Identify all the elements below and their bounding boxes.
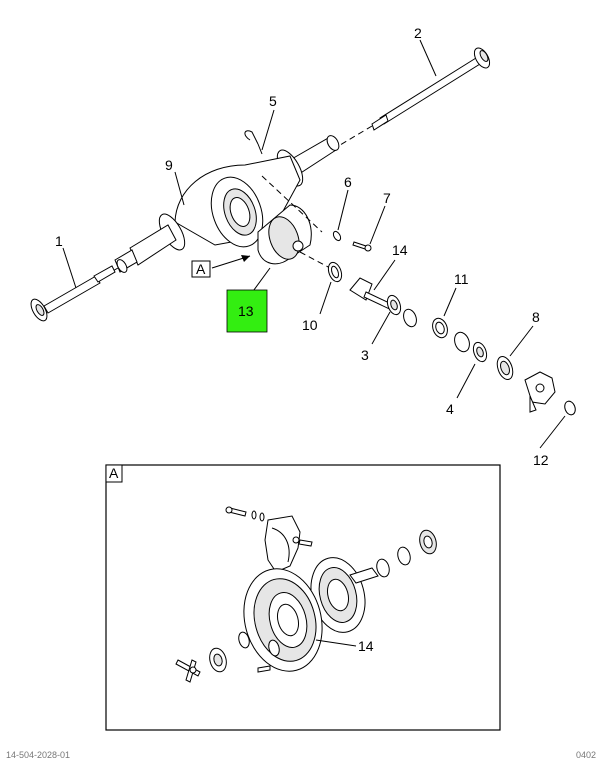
callout-2[interactable]: 2 [414, 25, 422, 41]
detail-thrust-washer[interactable] [237, 631, 251, 649]
detail-ring-gear[interactable] [233, 560, 333, 680]
footer-page-code: 0402 [576, 750, 596, 760]
callout-1[interactable]: 1 [55, 233, 63, 249]
callout-7[interactable]: 7 [383, 190, 391, 206]
oil-seal[interactable] [326, 261, 344, 284]
detail-side-gear[interactable] [207, 646, 229, 673]
detail-washer-2[interactable] [267, 639, 281, 657]
highlight-box[interactable] [226, 289, 268, 333]
washer[interactable] [332, 230, 342, 242]
pinion-bearing-inner[interactable] [385, 294, 403, 317]
callout-10[interactable]: 10 [302, 317, 318, 333]
callout-13[interactable]: 13 [238, 303, 254, 319]
axle-housing[interactable] [114, 134, 341, 274]
detail-bearing-cap[interactable] [264, 515, 313, 573]
detail-differential-case[interactable] [303, 552, 379, 639]
detail-bolt[interactable] [225, 506, 265, 522]
detail-small-bolt[interactable] [257, 665, 271, 673]
spacer-ring[interactable] [401, 307, 418, 328]
pinion-seal[interactable] [494, 354, 515, 381]
bearing-spacer[interactable] [452, 330, 472, 354]
pinion-bearing-outer[interactable] [471, 341, 489, 364]
axle-shaft-left[interactable] [28, 265, 116, 323]
detail-spider[interactable] [175, 659, 201, 683]
detail-label-box [105, 464, 123, 483]
callout-6[interactable]: 6 [344, 174, 352, 190]
detail-callout-14[interactable]: 14 [358, 638, 374, 654]
callout-14[interactable]: 14 [392, 242, 408, 258]
callout-8[interactable]: 8 [532, 309, 540, 325]
callout-11[interactable]: 11 [454, 271, 469, 287]
axle-shaft-right[interactable] [371, 45, 493, 131]
footer-reference: 14-504-2028-01 [6, 750, 70, 760]
callout-9[interactable]: 9 [165, 157, 173, 173]
callout-3[interactable]: 3 [361, 347, 369, 363]
pinion-nut[interactable] [563, 400, 577, 417]
differential-carrier[interactable] [257, 204, 312, 265]
detail-leader-14 [315, 639, 357, 647]
callout-5[interactable]: 5 [269, 93, 277, 109]
detail-bearing-1[interactable] [375, 558, 391, 578]
bearing-cup[interactable] [430, 316, 450, 340]
cap-screw[interactable] [352, 241, 372, 252]
view-label: A [196, 261, 206, 277]
detail-bearing-2[interactable] [396, 546, 412, 566]
callout-4[interactable]: 4 [446, 401, 454, 417]
breather-pin[interactable] [244, 130, 263, 155]
detail-bearing-3[interactable] [417, 528, 439, 555]
pinion-yoke[interactable] [524, 371, 556, 413]
view-label-box [191, 260, 211, 278]
callout-12[interactable]: 12 [533, 452, 549, 468]
detail-label: A [109, 465, 119, 481]
